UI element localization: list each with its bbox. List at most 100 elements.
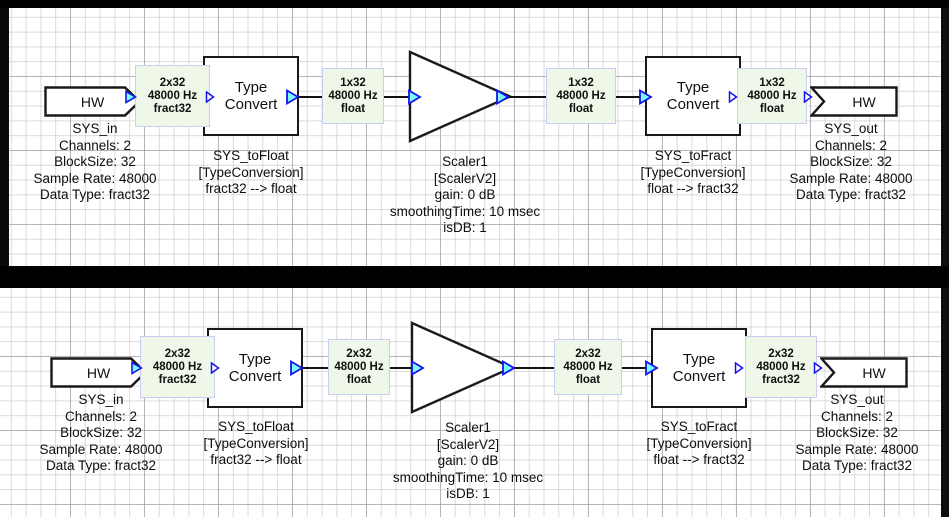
sys-in-caption-line-5: Data Type: fract32 xyxy=(39,187,151,202)
top-black-band xyxy=(0,0,949,8)
wire-tofloat-to-sig2 xyxy=(296,96,322,98)
wire-sig2-to-scaler xyxy=(382,96,410,98)
sys-out-shape-bottom xyxy=(820,357,908,388)
tofloat-input-port-icon xyxy=(205,91,215,103)
sys-out-label: HW xyxy=(852,93,876,110)
wire-sig3-to-tofract xyxy=(616,96,644,98)
sys-in-caption-bottom-line-4: Sample Rate: 48000 xyxy=(39,441,163,457)
signal-4-bottom-type: fract32 xyxy=(762,373,800,386)
sys-out-shape xyxy=(810,86,898,117)
signal-1-bottom-rate: 48000 Hz xyxy=(152,360,203,373)
sys-in-caption-line-2: Channels: 2 xyxy=(58,137,132,153)
sys-out-caption-bottom-line-4: Sample Rate: 48000 xyxy=(795,441,919,457)
sys-tofract-label-bottom-line-1: Type xyxy=(682,351,716,368)
scaler-output-port-icon-bottom xyxy=(501,360,516,376)
scaler-input-port-icon xyxy=(407,89,422,105)
sys-in-caption-line-1: SYS_in xyxy=(72,121,118,136)
sys-in-shape-bottom xyxy=(50,357,147,388)
sys-tofract-caption: SYS_toFract [TypeConversion] float --> f… xyxy=(617,148,769,198)
signal-4-bottom-channels: 2x32 xyxy=(768,347,794,360)
scaler-caption-bottom-line-1: Scaler1 xyxy=(445,420,491,435)
signal-label-2[interactable]: 1x32 48000 Hz float xyxy=(322,68,384,124)
signal-2-channels: 1x32 xyxy=(340,76,366,89)
sys-tofloat-caption-bottom: SYS_toFloat [TypeConversion] fract32 -->… xyxy=(180,419,332,469)
scaler-caption-bottom-line-4: smoothingTime: 10 msec xyxy=(392,469,544,485)
sys-out-caption-bottom-line-3: BlockSize: 32 xyxy=(816,425,898,440)
sys-tofract-block-bottom[interactable]: Type Convert xyxy=(651,328,747,408)
wire2-sig3-to-tofract xyxy=(622,367,650,369)
sys-tofloat-block[interactable]: Type Convert xyxy=(203,56,299,136)
signal-2-type: float xyxy=(340,102,366,115)
scaler-caption: Scaler1 [ScalerV2] gain: 0 dB smoothingT… xyxy=(340,154,590,237)
sys-tofract-label-bottom-line-2: Convert xyxy=(672,368,726,385)
signal-label-2-bottom[interactable]: 2x32 48000 Hz float xyxy=(328,339,390,395)
sys-tofract-caption-line-1: SYS_toFract xyxy=(654,148,732,163)
panel-right-edge xyxy=(941,8,949,266)
wire2-sig2-to-scaler xyxy=(388,367,412,369)
signal-label-1-bottom[interactable]: 2x32 48000 Hz fract32 xyxy=(140,336,215,398)
sys-out-block[interactable]: HW xyxy=(810,86,898,117)
signal-3-channels: 1x32 xyxy=(568,76,594,89)
sys-tofloat-caption-bottom-line-3: fract32 --> float xyxy=(210,452,302,467)
signal-1-channels: 2x32 xyxy=(159,76,186,89)
wire-scaler-to-sig3 xyxy=(506,96,546,98)
sys-tofloat-block-bottom[interactable]: Type Convert xyxy=(207,328,303,408)
wire2-tofloat-to-sig2 xyxy=(300,367,328,369)
sys-tofloat-label-line-1: Type xyxy=(234,79,268,96)
signal-label-4[interactable]: 1x32 48000 Hz float xyxy=(737,68,807,124)
scaler-caption-line-5: isDB: 1 xyxy=(443,220,487,235)
sys-tofloat-label-bottom-line-2: Convert xyxy=(228,368,282,385)
sys-out-block-bottom[interactable]: HW xyxy=(820,357,908,388)
signal-1-bottom-type: fract32 xyxy=(158,373,197,386)
sys-tofract-caption-bottom-line-2: [TypeConversion] xyxy=(646,435,752,451)
sys-in-caption-bottom: SYS_in Channels: 2 BlockSize: 32 Sample … xyxy=(6,392,196,475)
diagram-panel-bottom[interactable]: HW SYS_in Channels: 2 BlockSize: 32 Samp… xyxy=(0,288,949,517)
diagram-panel-top[interactable]: HW SYS_in Channels: 2 BlockSize: 32 Samp… xyxy=(0,8,949,266)
sys-out-caption-bottom: SYS_out Channels: 2 BlockSize: 32 Sample… xyxy=(762,392,949,475)
sys-tofract-caption-bottom: SYS_toFract [TypeConversion] float --> f… xyxy=(623,419,775,469)
sys-tofract-caption-bottom-line-3: float --> fract32 xyxy=(653,452,745,467)
sys-in-label: HW xyxy=(80,93,105,110)
sys-out-caption-line-1: SYS_out xyxy=(824,121,878,136)
sys-out-caption: SYS_out Channels: 2 BlockSize: 32 Sample… xyxy=(756,121,946,204)
signal-1-bottom-channels: 2x32 xyxy=(164,347,191,360)
signal-3-bottom-type: float xyxy=(575,373,601,386)
sys-out-caption-bottom-line-2: Channels: 2 xyxy=(820,408,894,424)
scaler-caption-line-4: smoothingTime: 10 msec xyxy=(389,203,541,219)
sys-in-block[interactable]: HW xyxy=(44,86,141,117)
signal-label-3[interactable]: 1x32 48000 Hz float xyxy=(546,68,616,124)
sys-in-shape xyxy=(44,86,141,117)
scaler-caption-line-1: Scaler1 xyxy=(442,154,488,169)
sys-out-input-port-icon-bottom xyxy=(813,362,823,374)
tofract-output-port-icon-bottom xyxy=(734,362,744,374)
sys-out-caption-line-5: Data Type: fract32 xyxy=(795,187,907,202)
sys-out-caption-line-4: Sample Rate: 48000 xyxy=(789,170,913,186)
sys-in-block-bottom[interactable]: HW xyxy=(50,357,147,388)
scaler-caption-bottom-line-2: [ScalerV2] xyxy=(436,436,500,452)
sys-tofract-block[interactable]: Type Convert xyxy=(645,56,741,136)
scaler-output-port-icon xyxy=(495,89,510,105)
sys-out-caption-bottom-line-1: SYS_out xyxy=(830,392,884,407)
signal-label-4-bottom[interactable]: 2x32 48000 Hz fract32 xyxy=(745,336,817,398)
tofract-output-port-icon xyxy=(728,91,738,103)
sys-tofract-label-line-2: Convert xyxy=(666,96,720,113)
signal-label-1[interactable]: 2x32 48000 Hz fract32 xyxy=(135,65,210,127)
sys-tofloat-label-line-2: Convert xyxy=(224,96,278,113)
sys-in-caption-line-3: BlockSize: 32 xyxy=(54,154,136,169)
scaler-block-bottom[interactable] xyxy=(410,321,515,414)
tofract-input-port-icon-bottom xyxy=(644,360,659,376)
sys-tofract-caption-line-3: float --> fract32 xyxy=(647,181,739,196)
signal-1-rate: 48000 Hz xyxy=(147,89,198,102)
sys-in-caption-bottom-line-5: Data Type: fract32 xyxy=(45,458,157,473)
wire2-scaler-to-sig3 xyxy=(512,367,554,369)
signal-4-channels: 1x32 xyxy=(759,76,785,89)
sys-out-label-bottom: HW xyxy=(862,364,886,381)
sys-tofloat-caption-line-2: [TypeConversion] xyxy=(198,164,304,180)
signal-label-3-bottom[interactable]: 2x32 48000 Hz float xyxy=(554,339,622,395)
scaler-caption-bottom: Scaler1 [ScalerV2] gain: 0 dB smoothingT… xyxy=(343,420,593,503)
signal-3-type: float xyxy=(568,102,594,115)
sys-out-caption-line-2: Channels: 2 xyxy=(814,137,888,153)
scaler-caption-bottom-line-5: isDB: 1 xyxy=(446,486,490,501)
signal-2-bottom-channels: 2x32 xyxy=(346,347,372,360)
